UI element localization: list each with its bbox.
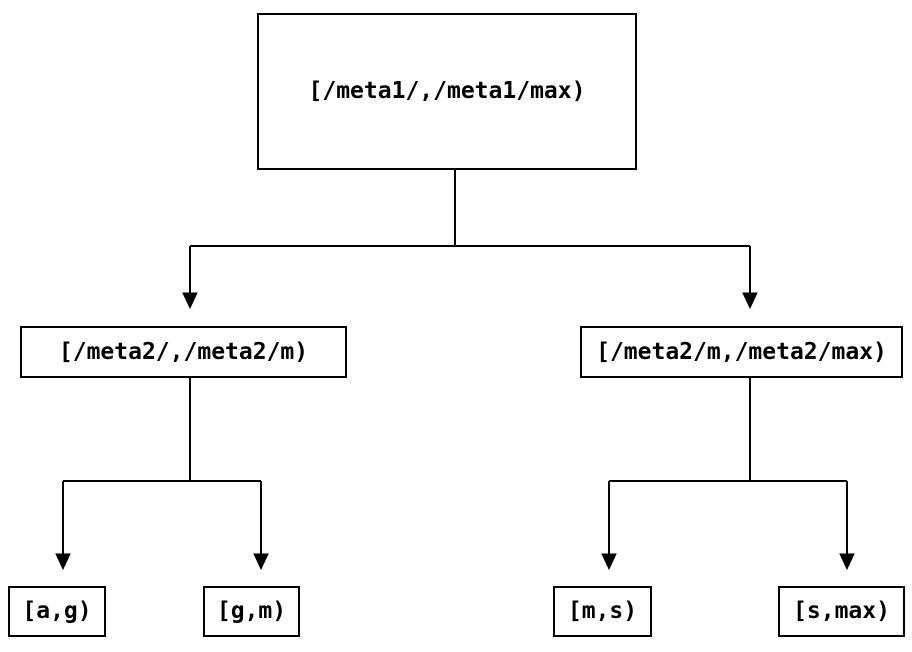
arrowhead-down-icon (839, 553, 855, 571)
arrowhead-down-icon (601, 553, 617, 571)
arrowhead-down-icon (742, 292, 758, 310)
node-root: [/meta1/,/meta1/max) (257, 13, 637, 170)
leaf-node-gm: [g,m) (203, 586, 300, 637)
leaf-node-ms: [m,s) (553, 586, 652, 637)
node-left-subrange: [/meta2/,/meta2/m) (20, 326, 347, 378)
node-right-subrange: [/meta2/m,/meta2/max) (580, 326, 903, 378)
arrowhead-down-icon (55, 553, 71, 571)
leaf-node-ag: [a,g) (8, 586, 106, 637)
arrowhead-down-icon (182, 292, 198, 310)
arrowhead-down-icon (253, 553, 269, 571)
leaf-node-smax: [s,max) (778, 586, 905, 637)
